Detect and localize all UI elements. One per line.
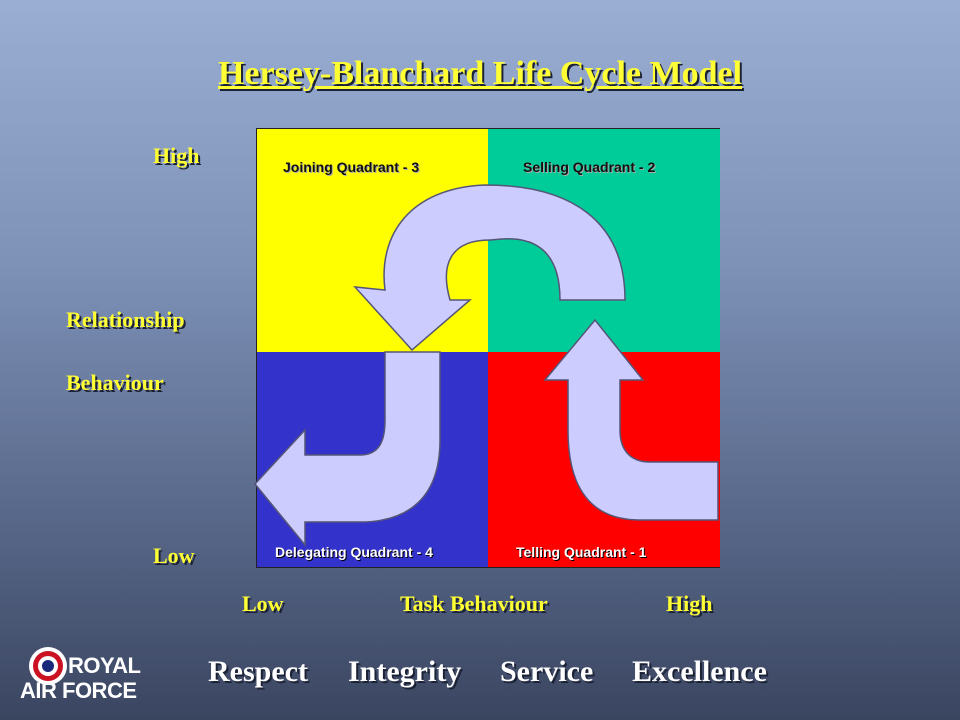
- telling-quadrant-label: Telling Quadrant - 1: [516, 544, 647, 560]
- value-service: Service: [500, 655, 594, 688]
- selling-quadrant-label: Selling Quadrant - 2: [523, 159, 656, 175]
- x-axis-low-label: Low: [242, 591, 284, 616]
- logo-line2: AIR FORCE: [20, 678, 137, 703]
- roundel-icon: [29, 647, 67, 685]
- arrow-selling-to-joining: [353, 184, 626, 352]
- x-axis-high-label: High: [666, 591, 713, 616]
- value-integrity: Integrity: [348, 655, 462, 688]
- y-axis-title-line2: Behaviour: [66, 370, 164, 395]
- value-excellence: Excellence: [632, 655, 767, 688]
- value-respect: Respect: [208, 655, 308, 688]
- y-axis-high-label: High: [153, 143, 200, 168]
- y-axis-title-line1: Relationship: [66, 307, 185, 332]
- logo-line1: ROYAL: [68, 653, 141, 678]
- arrow-joining-to-delegating: [254, 351, 441, 548]
- page-title: Hersey-Blanchard Life Cycle Model: [217, 55, 743, 92]
- x-axis-title: Task Behaviour: [400, 591, 548, 616]
- arrow-telling-to-selling: [543, 318, 719, 521]
- joining-quadrant-label: Joining Quadrant - 3: [283, 159, 420, 175]
- y-axis-low-label: Low: [153, 543, 195, 568]
- delegating-quadrant-label: Delegating Quadrant - 4: [275, 544, 433, 560]
